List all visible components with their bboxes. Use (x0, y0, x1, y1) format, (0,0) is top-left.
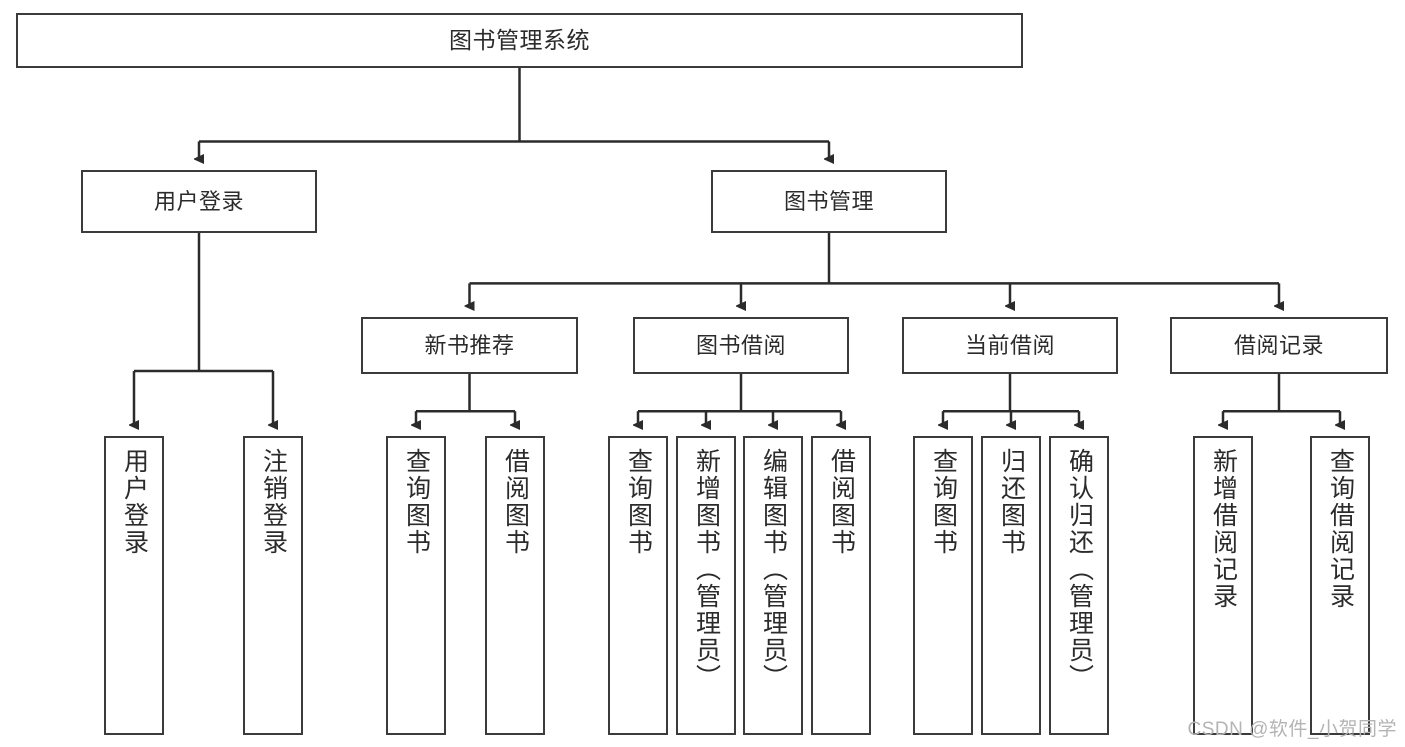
node-leaf-query-record[interactable]: 查询借阅记录 (1310, 436, 1370, 735)
node-label-leaf-user-logout: 注销登录 (259, 448, 288, 556)
node-leaf-query-book-1[interactable]: 查询图书 (386, 436, 446, 735)
node-leaf-query-book-3[interactable]: 查询图书 (913, 436, 973, 735)
node-label-leaf-query-book-1: 查询图书 (402, 448, 431, 556)
node-label-new-book-recommend: 新书推荐 (424, 332, 515, 358)
node-leaf-confirm-return[interactable]: 确认归还（管理员） (1049, 436, 1109, 735)
node-label-leaf-confirm-return: 确认归还（管理员） (1065, 448, 1094, 691)
node-leaf-borrow-book-2[interactable]: 借阅图书 (811, 436, 871, 735)
node-label-leaf-query-record: 查询借阅记录 (1326, 448, 1355, 610)
node-label-user-login: 用户登录 (153, 188, 244, 214)
node-label-book-manage: 图书管理 (783, 188, 874, 214)
node-label-leaf-add-record: 新增借阅记录 (1209, 448, 1238, 610)
node-leaf-edit-book[interactable]: 编辑图书（管理员） (743, 436, 803, 735)
node-label-root: 图书管理系统 (449, 27, 590, 54)
node-label-borrow-record: 借阅记录 (1233, 332, 1324, 358)
node-label-leaf-borrow-book-2: 借阅图书 (827, 448, 856, 556)
node-leaf-user-logout[interactable]: 注销登录 (243, 436, 303, 735)
node-label-leaf-borrow-book-1: 借阅图书 (501, 448, 530, 556)
node-leaf-add-book[interactable]: 新增图书（管理员） (676, 436, 736, 735)
node-label-book-borrow: 图书借阅 (695, 332, 786, 358)
node-leaf-user-login[interactable]: 用户登录 (104, 436, 164, 735)
node-label-leaf-query-book-2: 查询图书 (624, 448, 653, 556)
node-leaf-return-book[interactable]: 归还图书 (981, 436, 1041, 735)
node-leaf-add-record[interactable]: 新增借阅记录 (1193, 436, 1253, 735)
node-leaf-query-book-2[interactable]: 查询图书 (608, 436, 668, 735)
node-user-login[interactable]: 用户登录 (81, 170, 317, 233)
node-label-current-borrow: 当前借阅 (964, 332, 1055, 358)
node-label-leaf-edit-book: 编辑图书（管理员） (759, 448, 788, 691)
node-book-borrow[interactable]: 图书借阅 (633, 317, 849, 374)
watermark: CSDN @软件_小贺同学 (1187, 719, 1397, 740)
node-leaf-borrow-book-1[interactable]: 借阅图书 (485, 436, 545, 735)
node-book-manage[interactable]: 图书管理 (711, 170, 947, 233)
node-label-leaf-query-book-3: 查询图书 (929, 448, 958, 556)
node-root[interactable]: 图书管理系统 (16, 13, 1023, 68)
node-label-leaf-user-login: 用户登录 (120, 448, 149, 556)
node-label-leaf-add-book: 新增图书（管理员） (692, 448, 721, 691)
node-current-borrow[interactable]: 当前借阅 (902, 317, 1118, 374)
node-borrow-record[interactable]: 借阅记录 (1170, 317, 1388, 374)
node-new-book-recommend[interactable]: 新书推荐 (361, 317, 578, 374)
node-label-leaf-return-book: 归还图书 (997, 448, 1026, 556)
